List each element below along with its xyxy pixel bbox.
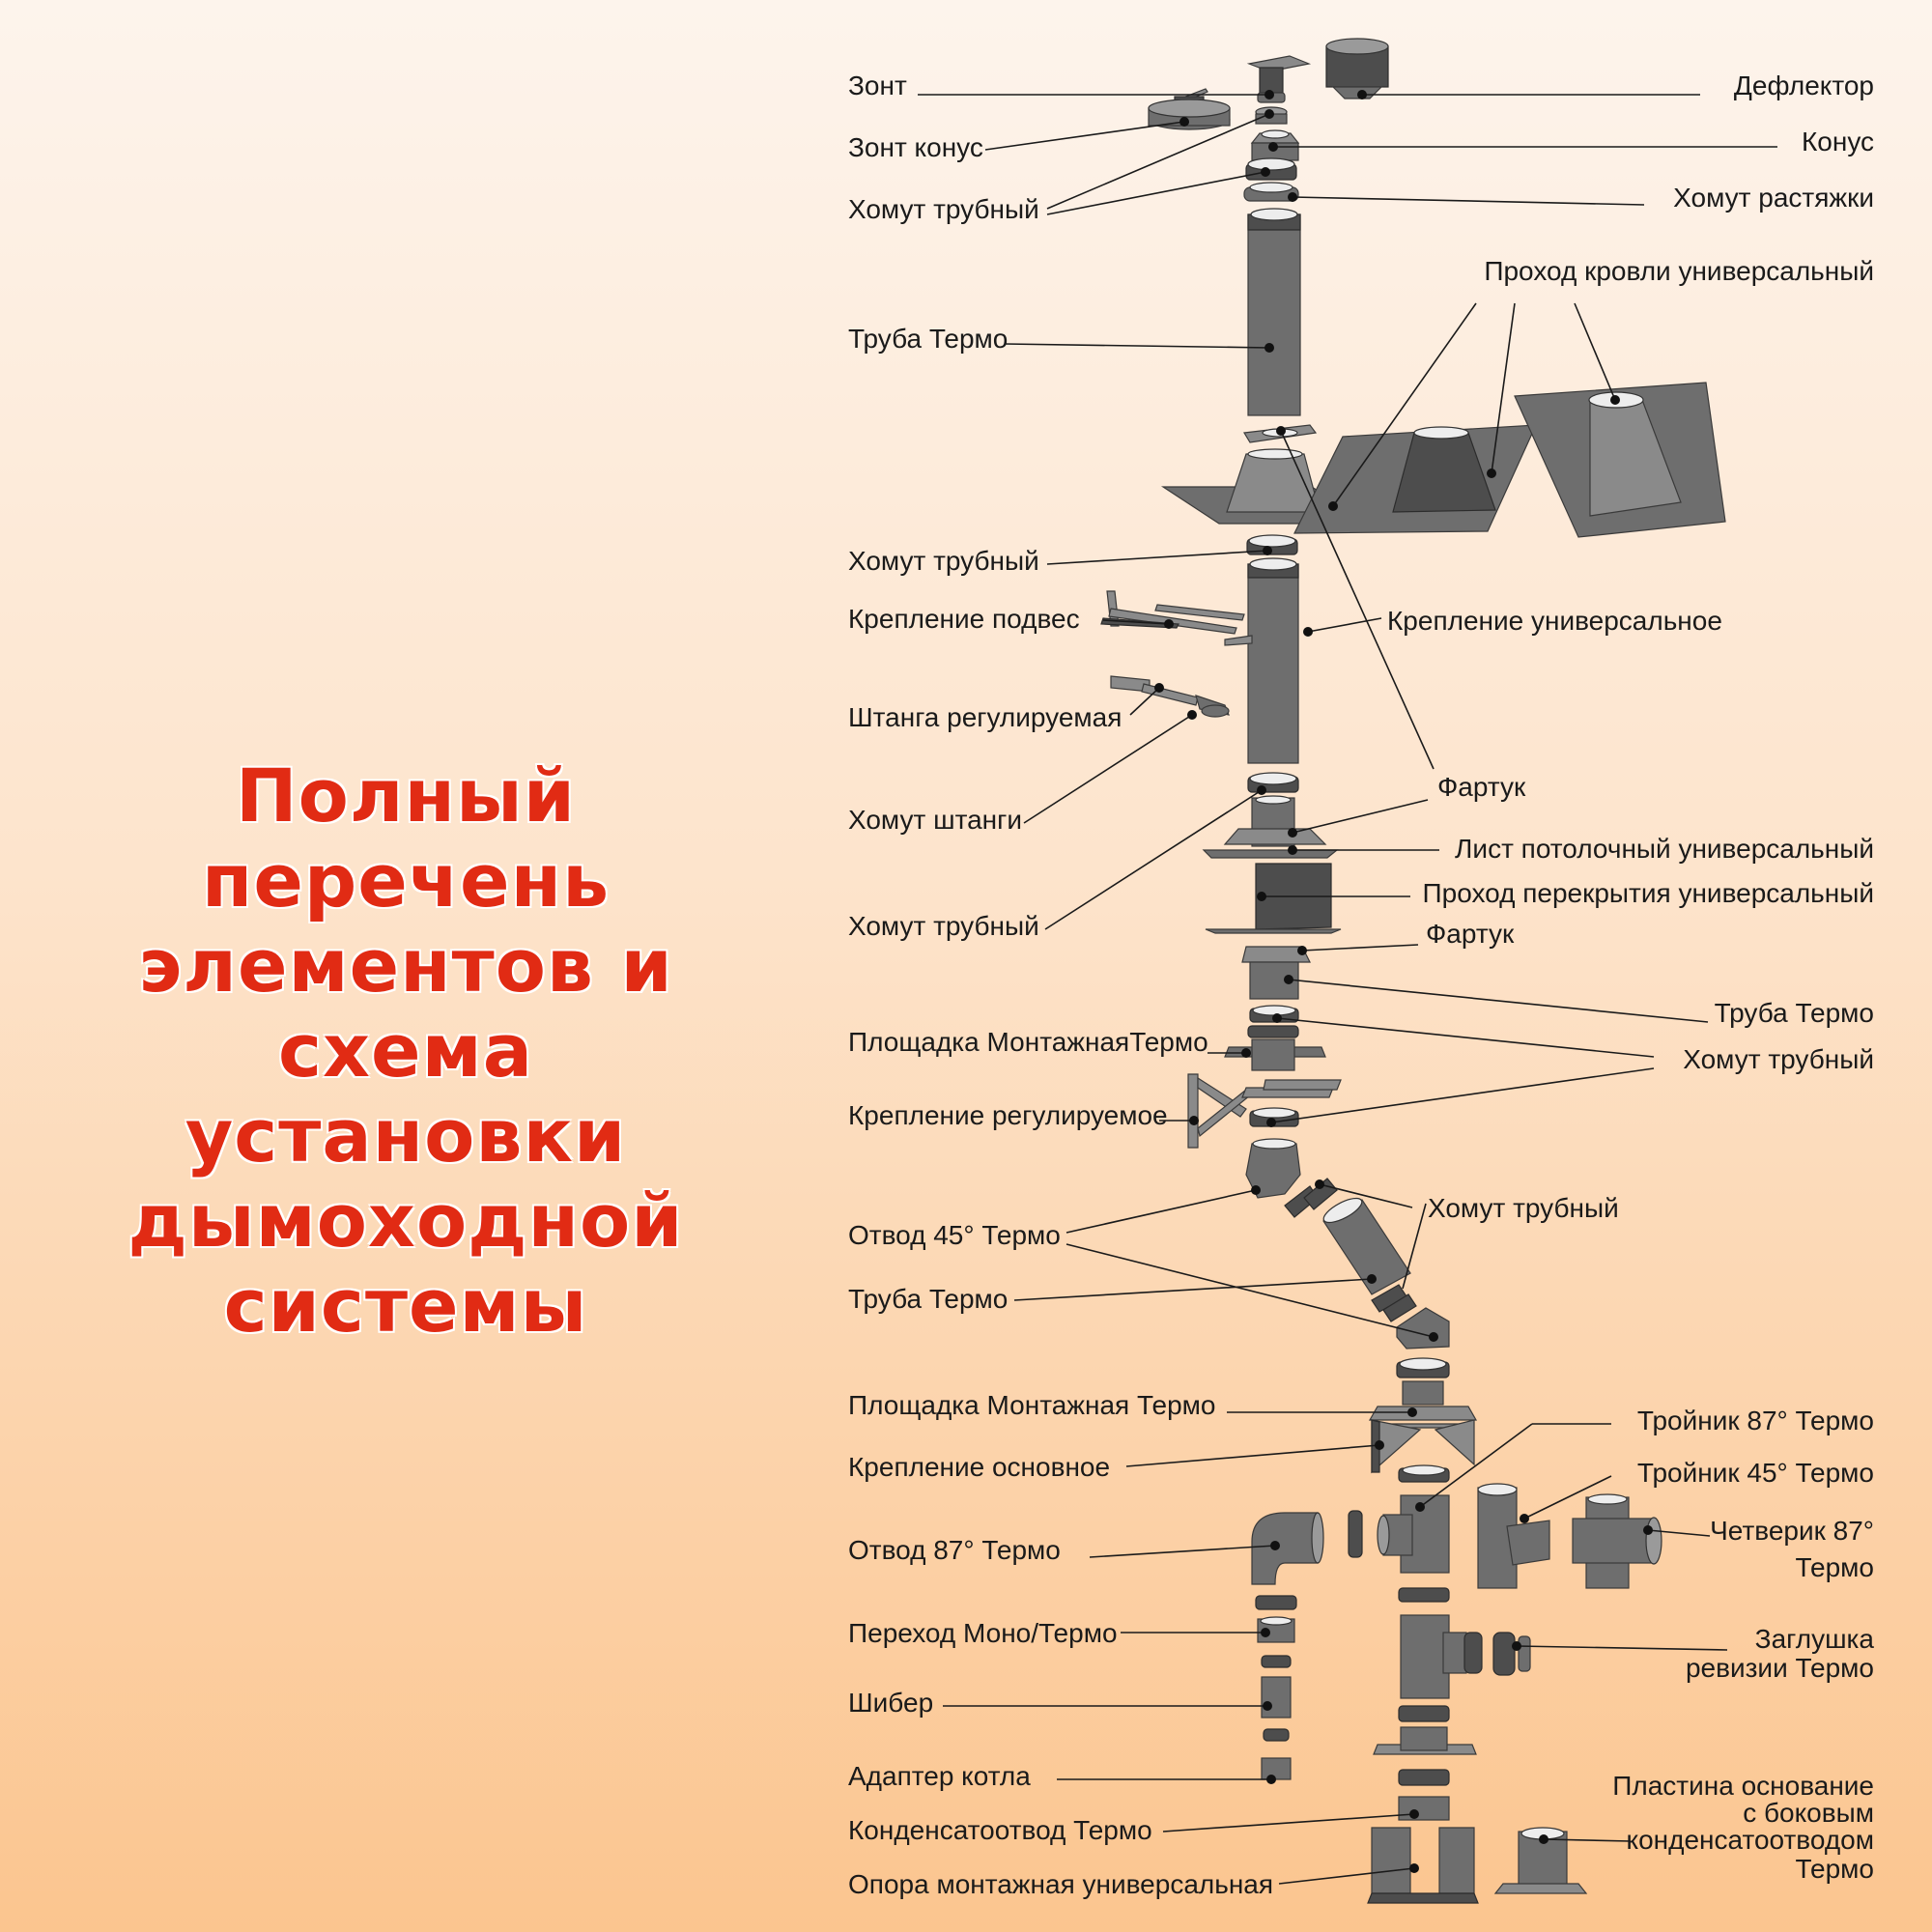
label-homut-1: Хомут трубный (848, 194, 1039, 224)
label-perehod: Переход Моно/Термо (848, 1618, 1118, 1648)
label-kondensatootvod: Конденсатоотвод Термо (848, 1815, 1152, 1845)
lower-clamps (1396, 1357, 1450, 1378)
label-kreplenie-universalnoe: Крепление универсальное (1387, 606, 1722, 636)
label-homut-2: Хомут трубный (848, 546, 1039, 576)
label-shiber: Шибер (848, 1688, 933, 1718)
chetverik-part (1572, 1493, 1662, 1589)
zont-part (1148, 88, 1231, 130)
deflektor-part (1325, 38, 1389, 99)
label-otvod-45: Отвод 45° Термо (848, 1220, 1061, 1250)
labels: Зонт Зонт конус Хомут трубный Труба Терм… (848, 71, 1874, 1899)
clamp-lower (1247, 772, 1299, 793)
clamps-diagonal (1284, 1178, 1338, 1218)
label-truba-2: Труба Термо (1715, 998, 1874, 1028)
leader-lines (918, 94, 1777, 1885)
otvod-87-part (1251, 1512, 1324, 1585)
clamps-top (1243, 157, 1299, 202)
pipe-top (1247, 208, 1301, 416)
kreplenie-osnovnoe-part (1371, 1419, 1475, 1474)
label-prohod-krovli: Проход кровли универсальный (1484, 256, 1874, 286)
shtanga-part (1110, 675, 1230, 718)
zaglushka-small-part (1348, 1510, 1363, 1558)
label-opora: Опора монтажная универсальная (848, 1869, 1273, 1899)
label-chetverik-1: Четверик 87° (1710, 1516, 1874, 1546)
label-kreplenie-podves: Крепление подвес (848, 604, 1080, 634)
title-line: дымоходной (128, 1178, 684, 1264)
label-troynik-87: Тройник 87° Термо (1637, 1406, 1874, 1435)
roof-penetration-3 (1514, 382, 1726, 538)
label-plastina-1: Пластина основание (1612, 1771, 1874, 1801)
label-otvod-87: Отвод 87° Термо (848, 1535, 1061, 1565)
label-troynik-45: Тройник 45° Термо (1637, 1458, 1874, 1488)
kreplenie-podves-part (1100, 590, 1245, 635)
ceiling-assembly (1202, 795, 1342, 1000)
troynik-45-part (1477, 1483, 1550, 1589)
diagram-title: Полный перечень элементов и схема устано… (19, 753, 792, 1349)
label-truba-1: Труба Термо (848, 324, 1008, 354)
label-chetverik-2: Термо (1796, 1552, 1875, 1582)
label-plastina-4: Термо (1796, 1854, 1875, 1884)
title-line: установки (185, 1093, 627, 1179)
label-konus: Конус (1802, 127, 1874, 156)
label-ploshadka-2: Площадка Монтажная Термо (848, 1390, 1215, 1420)
label-list-potolochny: Лист потолочный универсальный (1455, 834, 1874, 864)
label-truba-3: Труба Термо (848, 1284, 1008, 1314)
label-prohod-perekrytiya: Проход перекрытия универсальный (1423, 878, 1874, 908)
kreplenie-reguliruemoe-part (1187, 1073, 1342, 1149)
troynik-87-part (1377, 1464, 1450, 1574)
label-zont: Зонт (848, 71, 907, 100)
ploshadka-2-part (1368, 1380, 1478, 1429)
opora-part (1367, 1827, 1479, 1904)
label-fartuk-1: Фартук (1437, 772, 1526, 802)
label-homut-5: Хомут трубный (1428, 1193, 1619, 1223)
label-kreplenie-osnovnoe: Крепление основное (848, 1452, 1110, 1482)
bottom-left-stack (1255, 1595, 1297, 1780)
label-adapter: Адаптер котла (848, 1761, 1031, 1791)
pipe-mid (1224, 557, 1299, 764)
zont-column-part (1246, 55, 1312, 125)
label-plastina-2: с боковым (1743, 1798, 1874, 1828)
leader-dots (1154, 90, 1653, 1873)
label-plastina-3: конденсатоотводом (1627, 1825, 1874, 1855)
label-homut-rastyazhki: Хомут растяжки (1673, 183, 1874, 213)
label-deflektor: Дефлектор (1734, 71, 1874, 100)
label-homut-shtangi: Хомут штанги (848, 805, 1022, 835)
pipe-diagonal (1322, 1197, 1411, 1295)
otvod-45-upper (1245, 1138, 1301, 1199)
label-kreplenie-reguliruemoe: Крепление регулируемое (848, 1100, 1168, 1130)
roof-penetration-2 (1293, 424, 1537, 534)
title-line: элементов и схема (138, 923, 673, 1094)
label-shtanga: Штанга регулируемая (848, 702, 1122, 732)
otvod-45-lower (1396, 1307, 1450, 1350)
label-ploshadka-1: Площадка МонтажнаяТермо (848, 1027, 1208, 1057)
title-line: Полный перечень (201, 753, 611, 923)
label-homut-4: Хомут трубный (1683, 1044, 1874, 1074)
label-zont-konus: Зонт конус (848, 132, 983, 162)
title-line: системы (223, 1263, 588, 1349)
label-zaglushka-1: Заглушка (1755, 1624, 1875, 1654)
bottom-main-stack (1373, 1587, 1531, 1821)
label-fartuk-2: Фартук (1426, 919, 1515, 949)
label-zaglushka-2: ревизии Термо (1686, 1653, 1874, 1683)
label-homut-3: Хомут трубный (848, 911, 1039, 941)
clamps-diag-bottom (1371, 1284, 1417, 1322)
parts (1100, 38, 1726, 1904)
